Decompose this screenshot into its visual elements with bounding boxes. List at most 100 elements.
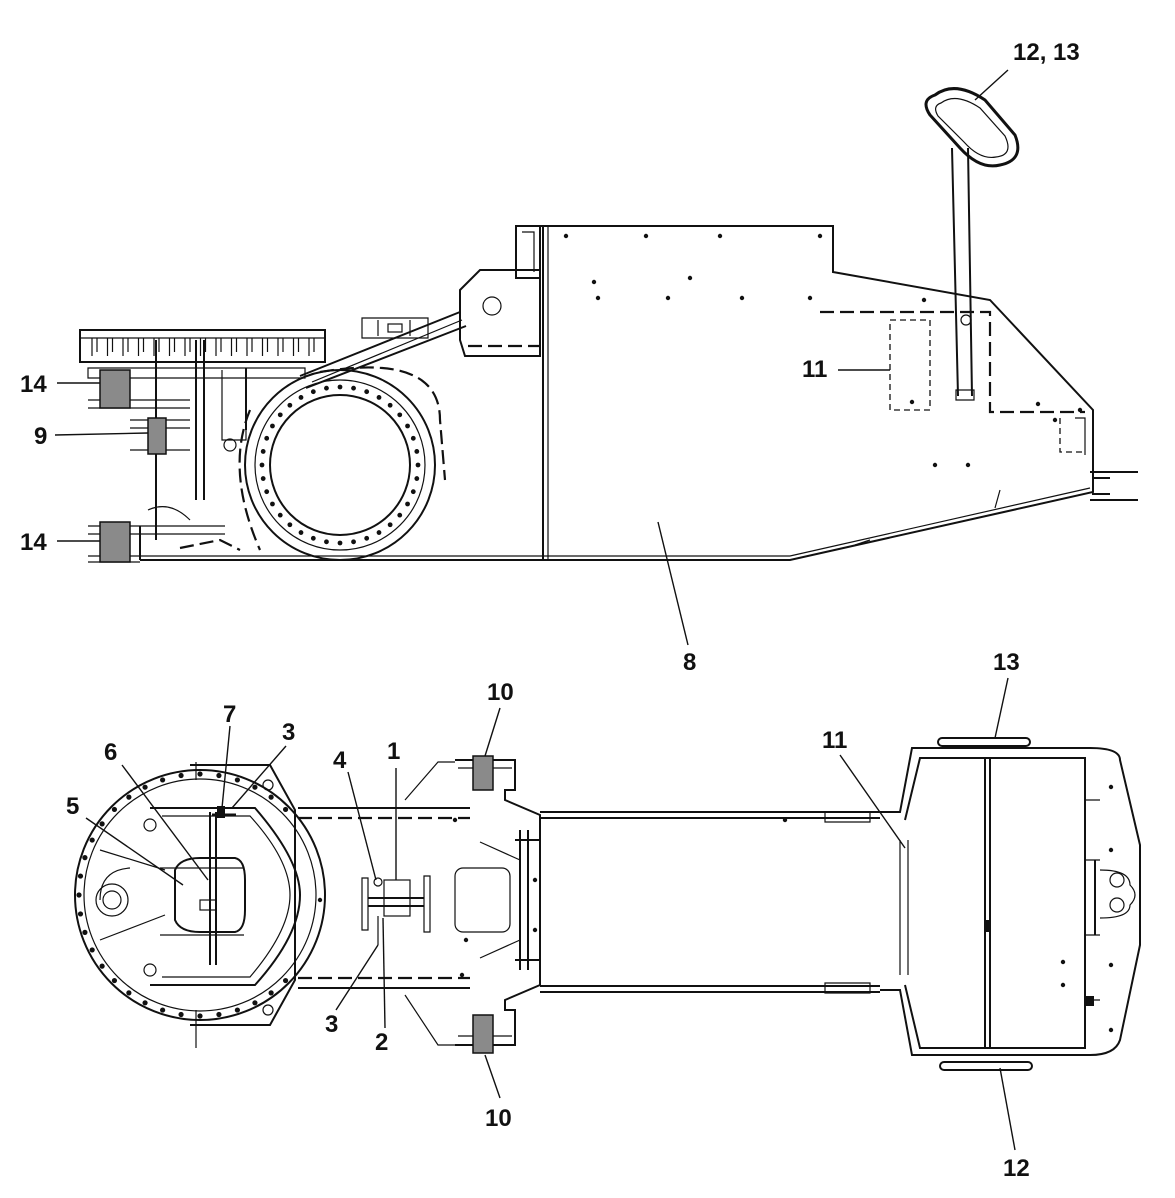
bolt-hole <box>216 772 222 779</box>
callout-4: 4 <box>333 747 347 774</box>
bolt-hole <box>1108 1027 1114 1033</box>
comb-tooth <box>199 338 207 356</box>
bolt-hole <box>410 489 416 495</box>
bolt-hole <box>277 412 283 418</box>
bolt-hole <box>595 295 601 301</box>
comb-tooth <box>168 338 176 356</box>
callout-11-bottom: 11 <box>822 727 847 754</box>
callout-14-bottom: 14 <box>20 529 47 556</box>
bolt-hole <box>264 489 270 495</box>
bolt-hole <box>77 873 84 879</box>
callout-9: 9 <box>34 423 47 450</box>
bolt-hole <box>216 1011 222 1018</box>
bolt-hole <box>317 897 323 903</box>
side-attachment-plate <box>79 329 326 363</box>
comb-tooth <box>184 338 191 356</box>
bolt-hole <box>415 462 421 468</box>
callout-12-13: 12, 13 <box>1013 39 1080 66</box>
bolt-hole <box>270 501 275 507</box>
bolt-hole <box>921 297 927 303</box>
comb-teeth <box>91 338 315 356</box>
bolt-hole <box>1052 417 1058 423</box>
bolt-hole <box>298 530 304 535</box>
comb-tooth <box>277 338 284 356</box>
marker-14-bottom <box>99 521 131 563</box>
bolt-hole <box>142 1000 148 1006</box>
top-ring-outer <box>74 769 326 1021</box>
bolt-hole <box>405 423 410 429</box>
top-body <box>540 811 880 993</box>
callout-10-top: 10 <box>487 679 514 706</box>
marker-10-top <box>472 755 494 791</box>
callout-3-top: 3 <box>282 719 295 746</box>
top-cab <box>880 747 1141 1056</box>
comb-tooth <box>292 338 300 356</box>
bolt-hole <box>452 817 458 823</box>
comb-tooth <box>215 338 222 356</box>
bolt-hole <box>111 977 118 984</box>
bolt-hole <box>364 389 370 395</box>
bolt-hole <box>160 1007 166 1013</box>
bolt-hole <box>1108 847 1114 853</box>
callout-14-top: 14 <box>20 371 47 398</box>
side-view: 12, 13 11 14 9 14 8 <box>20 39 1138 676</box>
bolt-hole <box>324 385 329 391</box>
bolt-hole <box>260 476 266 481</box>
bolt-hole <box>807 295 813 301</box>
top-inner-frame <box>150 807 302 986</box>
side-boom-box <box>361 317 429 339</box>
bolt-hole <box>463 937 469 943</box>
bolt-hole <box>376 395 382 400</box>
bolt-hole <box>364 535 370 541</box>
bolt-hole <box>142 784 148 790</box>
lever-handle <box>924 87 1020 168</box>
bolt-hole <box>260 449 266 454</box>
slewing-ring-inner <box>269 394 411 536</box>
bolt-hole <box>264 435 270 441</box>
bolt-hole <box>410 435 416 441</box>
bolt-hole <box>126 794 132 800</box>
pedal-12 <box>939 1061 1033 1071</box>
slewing-ring-outer <box>244 369 436 561</box>
bolt-hole <box>298 395 304 400</box>
bolt-hole <box>77 911 84 917</box>
top-flange-top <box>455 759 541 1046</box>
side-rear-bumper <box>1090 471 1138 501</box>
bolt-hole <box>76 892 82 898</box>
bolt-hole <box>197 771 203 777</box>
bolt-hole <box>397 512 403 518</box>
bolt-hole <box>282 977 289 984</box>
bolt-hole <box>459 972 465 978</box>
comb-tooth <box>122 338 129 356</box>
bolt-hole <box>287 402 293 408</box>
comb-tooth <box>230 338 238 356</box>
bolt-hole <box>717 233 723 239</box>
side-frame-bolts <box>563 233 1083 468</box>
comb-tooth <box>246 338 253 356</box>
bolt-hole <box>197 1013 203 1019</box>
bolt-hole <box>178 1011 184 1018</box>
callout-2: 2 <box>375 1029 388 1056</box>
comb-tooth <box>106 338 114 356</box>
callout-13: 13 <box>993 649 1020 676</box>
lever-shaft <box>951 147 973 397</box>
bolt-hole <box>351 385 356 391</box>
bolt-hole <box>310 389 316 395</box>
top-axle-block <box>361 875 431 933</box>
bolt-hole <box>287 522 293 528</box>
bolt-hole <box>337 540 343 546</box>
bolt-hole <box>387 402 393 408</box>
bolt-hole <box>178 772 184 779</box>
bolt-hole <box>532 877 538 883</box>
bolt-hole <box>99 963 105 969</box>
callout-7: 7 <box>223 701 236 728</box>
callout-10-bottom: 10 <box>485 1105 512 1132</box>
bolt-hole <box>82 855 88 861</box>
callout-6: 6 <box>104 739 117 766</box>
comb-tooth <box>153 338 160 356</box>
bolt-hole <box>99 821 105 827</box>
bolt-hole <box>337 384 343 390</box>
callout-3-bottom: 3 <box>325 1011 338 1038</box>
bolt-hole <box>1035 401 1041 407</box>
bolt-hole <box>234 1007 240 1013</box>
